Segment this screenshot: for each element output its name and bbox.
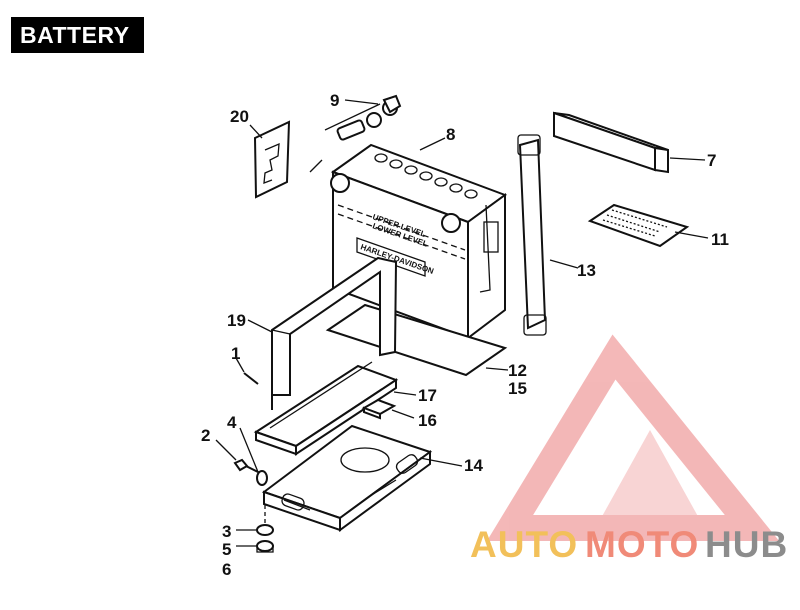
part-9-terminal-bolts xyxy=(309,94,402,173)
callout-4: 4 xyxy=(227,413,237,432)
part-5-nut xyxy=(256,540,274,553)
callout-2: 2 xyxy=(201,426,210,445)
part-16-small-pad xyxy=(361,398,397,420)
callout-13: 13 xyxy=(577,261,596,280)
part-20-label-card xyxy=(253,120,291,199)
callout-8: 8 xyxy=(446,125,455,144)
callout-14: 14 xyxy=(464,456,483,475)
page-title: BATTERY xyxy=(11,17,144,53)
callout-5: 5 xyxy=(222,540,231,559)
watermark-auto: AUTO xyxy=(470,524,578,565)
part-14-battery-carrier xyxy=(261,424,433,532)
callout-15: 15 xyxy=(508,379,527,398)
part-7-foam-block xyxy=(553,111,669,174)
leader-lines xyxy=(215,99,709,547)
part-17-tray-plate xyxy=(253,361,399,456)
watermark-moto: MOTO xyxy=(585,524,699,565)
callout-20: 20 xyxy=(230,107,249,126)
part-12-pad xyxy=(325,303,508,377)
part-19-hold-down-bracket xyxy=(271,256,398,396)
callout-labels: 20 9 8 7 11 13 12 15 17 16 14 19 1 2 4 3… xyxy=(201,91,729,579)
watermark-hub: HUB xyxy=(705,524,788,565)
part-3-washer xyxy=(256,524,274,536)
callout-3: 3 xyxy=(222,522,231,541)
callout-9: 9 xyxy=(330,91,339,110)
part-13-strap xyxy=(517,134,547,336)
part-8-battery: UPPER LEVEL LOWER LEVEL HARLEY-DAVIDSON xyxy=(330,143,508,341)
watermark-wordmark: AUTO MOTO HUB xyxy=(470,524,788,565)
watermark-logo-icon xyxy=(486,334,780,541)
callout-12: 12 xyxy=(508,361,527,380)
callout-6: 6 xyxy=(222,560,231,579)
callout-16: 16 xyxy=(418,411,437,430)
part-4-washer xyxy=(256,470,268,486)
callout-7: 7 xyxy=(707,151,716,170)
callout-1: 1 xyxy=(231,344,240,363)
part-11-decal xyxy=(587,203,690,248)
callout-17: 17 xyxy=(418,386,437,405)
callout-11: 11 xyxy=(711,230,729,249)
part-1-screw xyxy=(243,372,273,410)
callout-19: 19 xyxy=(227,311,246,330)
